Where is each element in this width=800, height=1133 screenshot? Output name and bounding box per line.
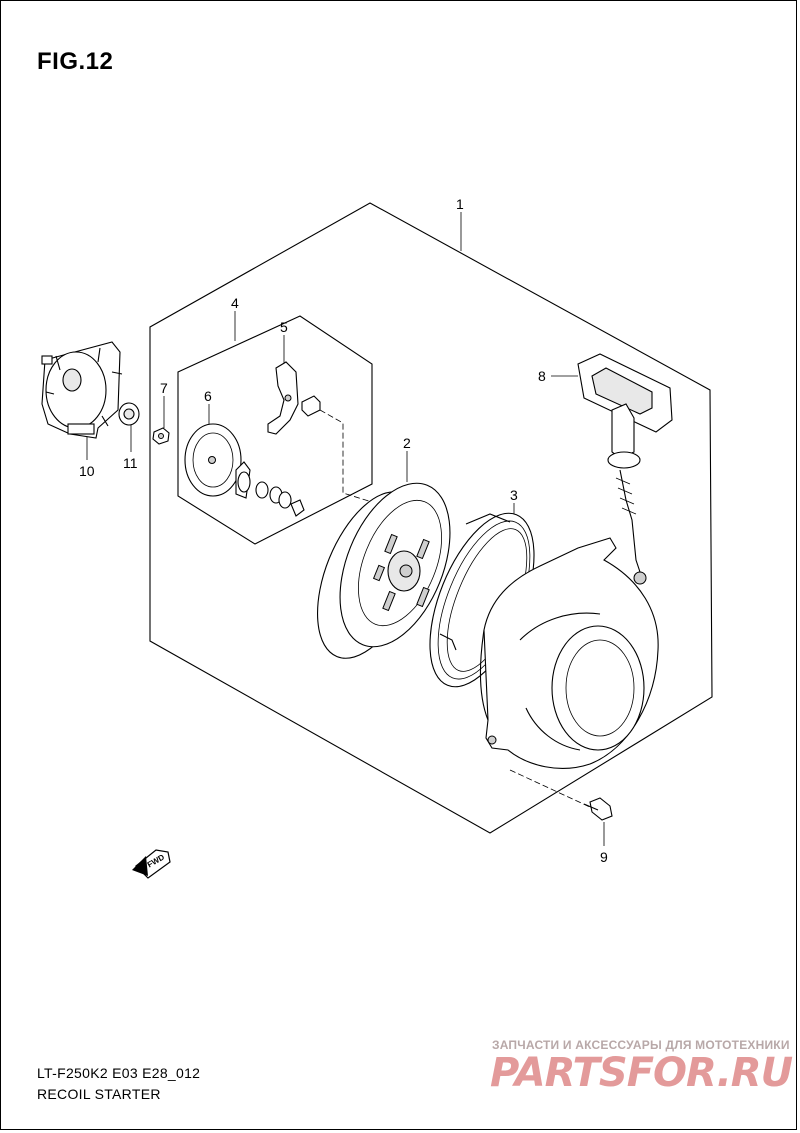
starter-handle-part — [577, 353, 673, 573]
forward-direction-arrow: FWD — [132, 849, 171, 879]
bolt-part — [583, 797, 613, 821]
callout-8: 8 — [538, 368, 546, 384]
figure-title: FIG.12 — [37, 48, 114, 75]
small-nut-part — [152, 427, 170, 445]
callout-3: 3 — [510, 487, 518, 503]
diagram-code: LT-F250K2 E03 E28_012 — [37, 1065, 201, 1081]
callout-2: 2 — [403, 435, 411, 451]
watermark-tagline: ЗАПЧАСТИ И АКСЕССУАРЫ ДЛЯ МОТОТЕХНИКИ — [492, 1038, 790, 1052]
callout-1: 1 — [456, 196, 464, 212]
callout-7: 7 — [160, 380, 168, 396]
friction-plate-part — [184, 423, 242, 497]
ratchet-pawl-part — [267, 361, 299, 435]
callout-4: 4 — [231, 295, 239, 311]
callout-10: 10 — [79, 463, 95, 479]
section-title: RECOIL STARTER — [37, 1086, 161, 1102]
small-springs-part — [235, 461, 305, 517]
pin-part — [301, 395, 321, 417]
callout-5: 5 — [280, 319, 288, 335]
callout-9: 9 — [600, 849, 608, 865]
nut-part — [118, 402, 140, 426]
callout-11: 11 — [123, 455, 138, 471]
starter-cup-part — [41, 341, 123, 439]
starter-case-part — [479, 537, 659, 769]
callout-6: 6 — [204, 388, 212, 404]
assembly-boundary — [149, 202, 713, 834]
recoil-reel-part — [316, 482, 451, 659]
watermark-logo: PARTSFOR.RU — [490, 1050, 793, 1096]
subassembly-boundary — [177, 315, 373, 545]
